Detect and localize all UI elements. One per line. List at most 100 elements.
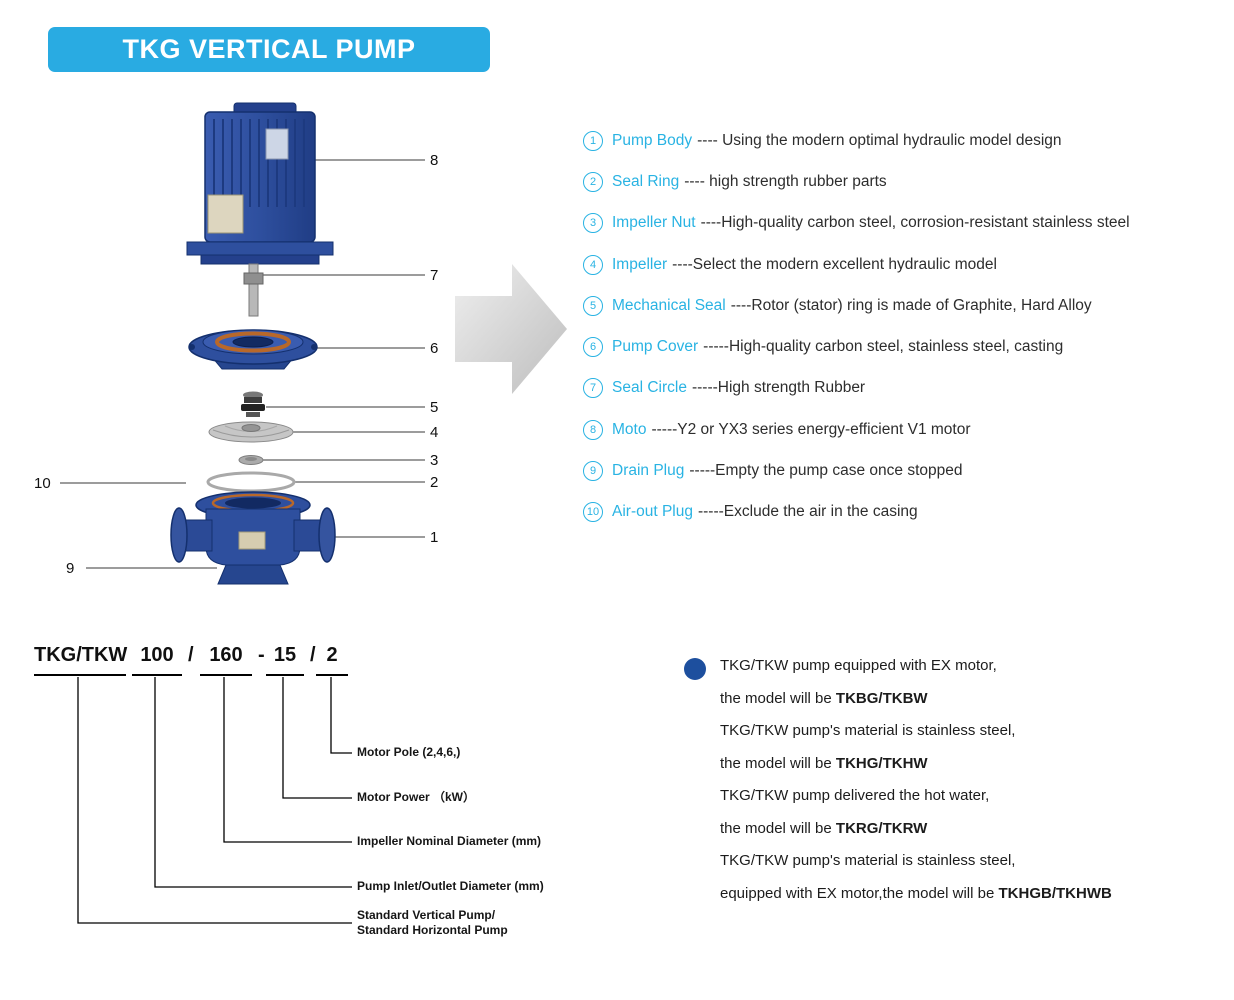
model-inlet-outlet: 100 (132, 644, 182, 676)
shaft-illustration (243, 263, 264, 317)
label-motor-pole: Motor Pole (2,4,6,) (357, 745, 461, 759)
part-row: 5 Mechanical Seal ----Rotor (stator) rin… (583, 285, 1130, 326)
note-model-code: TKHG/TKHW (835, 754, 928, 772)
label-pump-type-line1: Standard Vertical Pump/ (357, 908, 496, 922)
note-text: the model will be (720, 689, 836, 707)
arrow-right-icon (455, 264, 567, 394)
note-text: the model will be (720, 819, 836, 837)
part-number-badge: 3 (583, 213, 603, 234)
part-description: ----Select the modern excellent hydrauli… (672, 255, 997, 273)
model-separator: / (310, 644, 316, 666)
part-name: Moto (612, 420, 647, 438)
note-line: the model will be TKBG/TKBW (720, 683, 1232, 716)
part-number-badge: 2 (583, 171, 603, 192)
note-lines: TKG/TKW pump equipped with EX motor, the… (720, 650, 1232, 910)
callout-numbers: 8 7 6 5 4 3 2 1 10 9 (34, 152, 438, 577)
part-number-badge: 7 (583, 378, 603, 399)
part-row: 9 Drain Plug -----Empty the pump case on… (583, 450, 1130, 491)
part-description: -----Exclude the air in the casing (697, 503, 918, 521)
part-name: Air-out Plug (612, 503, 693, 521)
label-motor-power: Motor Power （kW） (357, 790, 476, 804)
note-text: TKG/TKW pump equipped with EX motor, (720, 657, 997, 674)
part-name: Seal Circle (612, 379, 687, 397)
part-number-badge: 9 (583, 461, 603, 482)
nomenclature-connector-lines (77, 677, 352, 924)
note-line: the model will be TKHG/TKHW (720, 748, 1232, 781)
part-description: ---- high strength rubber parts (684, 172, 887, 190)
label-pump-type: Standard Vertical Pump/ Standard Horizon… (357, 908, 508, 938)
note-line: TKG/TKW pump's material is stainless ste… (720, 715, 1232, 748)
note-text: equipped with EX motor,the model will be (720, 884, 999, 902)
note-text: TKG/TKW pump's material is stainless ste… (720, 722, 1016, 739)
label-impeller-dia: Impeller Nominal Diameter (mm) (357, 834, 542, 848)
note-text: TKG/TKW pump delivered the hot water, (720, 787, 990, 804)
note-model-code: TKHGB/TKHWB (998, 884, 1112, 902)
callout-1: 1 (430, 529, 438, 546)
part-number-badge: 1 (583, 130, 603, 151)
part-number-badge: 5 (583, 295, 603, 316)
model-motor-power: 15 (266, 644, 304, 676)
part-row: 3 Impeller Nut ----High-quality carbon s… (583, 203, 1130, 244)
parts-list: 1 Pump Body ---- Using the modern optima… (583, 120, 1130, 533)
page-title: TKG VERTICAL PUMP (122, 34, 416, 64)
model-separator: - (258, 644, 265, 666)
model-code: TKG/TKW 100 / 160 - 15 / 2 (0, 644, 380, 678)
part-description: -----High-quality carbon steel, stainles… (703, 338, 1064, 356)
part-number-badge: 4 (583, 254, 603, 275)
callout-10: 10 (34, 475, 51, 492)
part-description: -----Y2 or YX3 series energy-efficient V… (651, 420, 971, 438)
part-name: Pump Body (612, 131, 693, 149)
bullet-icon (684, 658, 706, 680)
callout-5: 5 (430, 399, 438, 416)
note-model-code: TKRG/TKRW (835, 819, 928, 837)
pump-body-illustration (170, 491, 336, 585)
label-inlet-outlet: Pump Inlet/Outlet Diameter (mm) (357, 879, 544, 893)
callout-3: 3 (430, 452, 438, 469)
part-description: ----High-quality carbon steel, corrosion… (700, 214, 1130, 232)
part-row: 8 Moto -----Y2 or YX3 series energy-effi… (583, 409, 1130, 450)
note-text: the model will be (720, 754, 836, 772)
note-line: TKG/TKW pump equipped with EX motor, (720, 650, 1232, 683)
part-number-badge: 10 (583, 502, 603, 523)
part-name: Drain Plug (612, 462, 685, 480)
part-row: 2 Seal Ring ---- high strength rubber pa… (583, 161, 1130, 202)
impeller-nut-illustration (238, 455, 264, 465)
model-series: TKG/TKW (34, 644, 127, 676)
leader-lines (60, 159, 425, 569)
callout-9: 9 (66, 560, 74, 577)
title-banner: TKG VERTICAL PUMP (48, 27, 490, 72)
mechanical-seal-illustration (241, 391, 265, 417)
part-name: Impeller (612, 255, 668, 273)
part-number-badge: 8 (583, 419, 603, 440)
model-impeller-dia: 160 (200, 644, 252, 676)
part-name: Mechanical Seal (612, 296, 726, 314)
part-row: 6 Pump Cover -----High-quality carbon st… (583, 326, 1130, 367)
part-row: 4 Impeller ----Select the modern excelle… (583, 244, 1130, 285)
model-motor-pole: 2 (316, 644, 348, 676)
callout-4: 4 (430, 424, 438, 441)
part-name: Pump Cover (612, 338, 699, 356)
part-number-badge: 6 (583, 337, 603, 358)
part-description: -----Empty the pump case once stopped (689, 462, 963, 480)
pump-cover-illustration (188, 329, 318, 370)
seal-ring-illustration (206, 471, 296, 493)
callout-8: 8 (430, 152, 438, 169)
part-description: ---- Using the modern optimal hydraulic … (697, 131, 1062, 149)
note-text: TKG/TKW pump's material is stainless ste… (720, 852, 1016, 869)
note-line: equipped with EX motor,the model will be… (720, 878, 1232, 911)
part-name: Seal Ring (612, 172, 680, 190)
callout-2: 2 (430, 474, 438, 491)
callout-7: 7 (430, 267, 438, 284)
note-line: TKG/TKW pump's material is stainless ste… (720, 845, 1232, 878)
impeller-illustration (208, 421, 294, 443)
part-description: -----High strength Rubber (691, 379, 866, 397)
part-description: ----Rotor (stator) ring is made of Graph… (730, 296, 1092, 314)
model-variant-notes: TKG/TKW pump equipped with EX motor, the… (684, 650, 1232, 910)
model-separator: / (188, 644, 194, 666)
note-line: TKG/TKW pump delivered the hot water, (720, 780, 1232, 813)
note-line: the model will be TKRG/TKRW (720, 813, 1232, 846)
callout-6: 6 (430, 340, 438, 357)
part-row: 7 Seal Circle -----High strength Rubber (583, 368, 1130, 409)
label-pump-type-line2: Standard Horizontal Pump (357, 923, 508, 937)
motor-illustration (186, 102, 334, 265)
